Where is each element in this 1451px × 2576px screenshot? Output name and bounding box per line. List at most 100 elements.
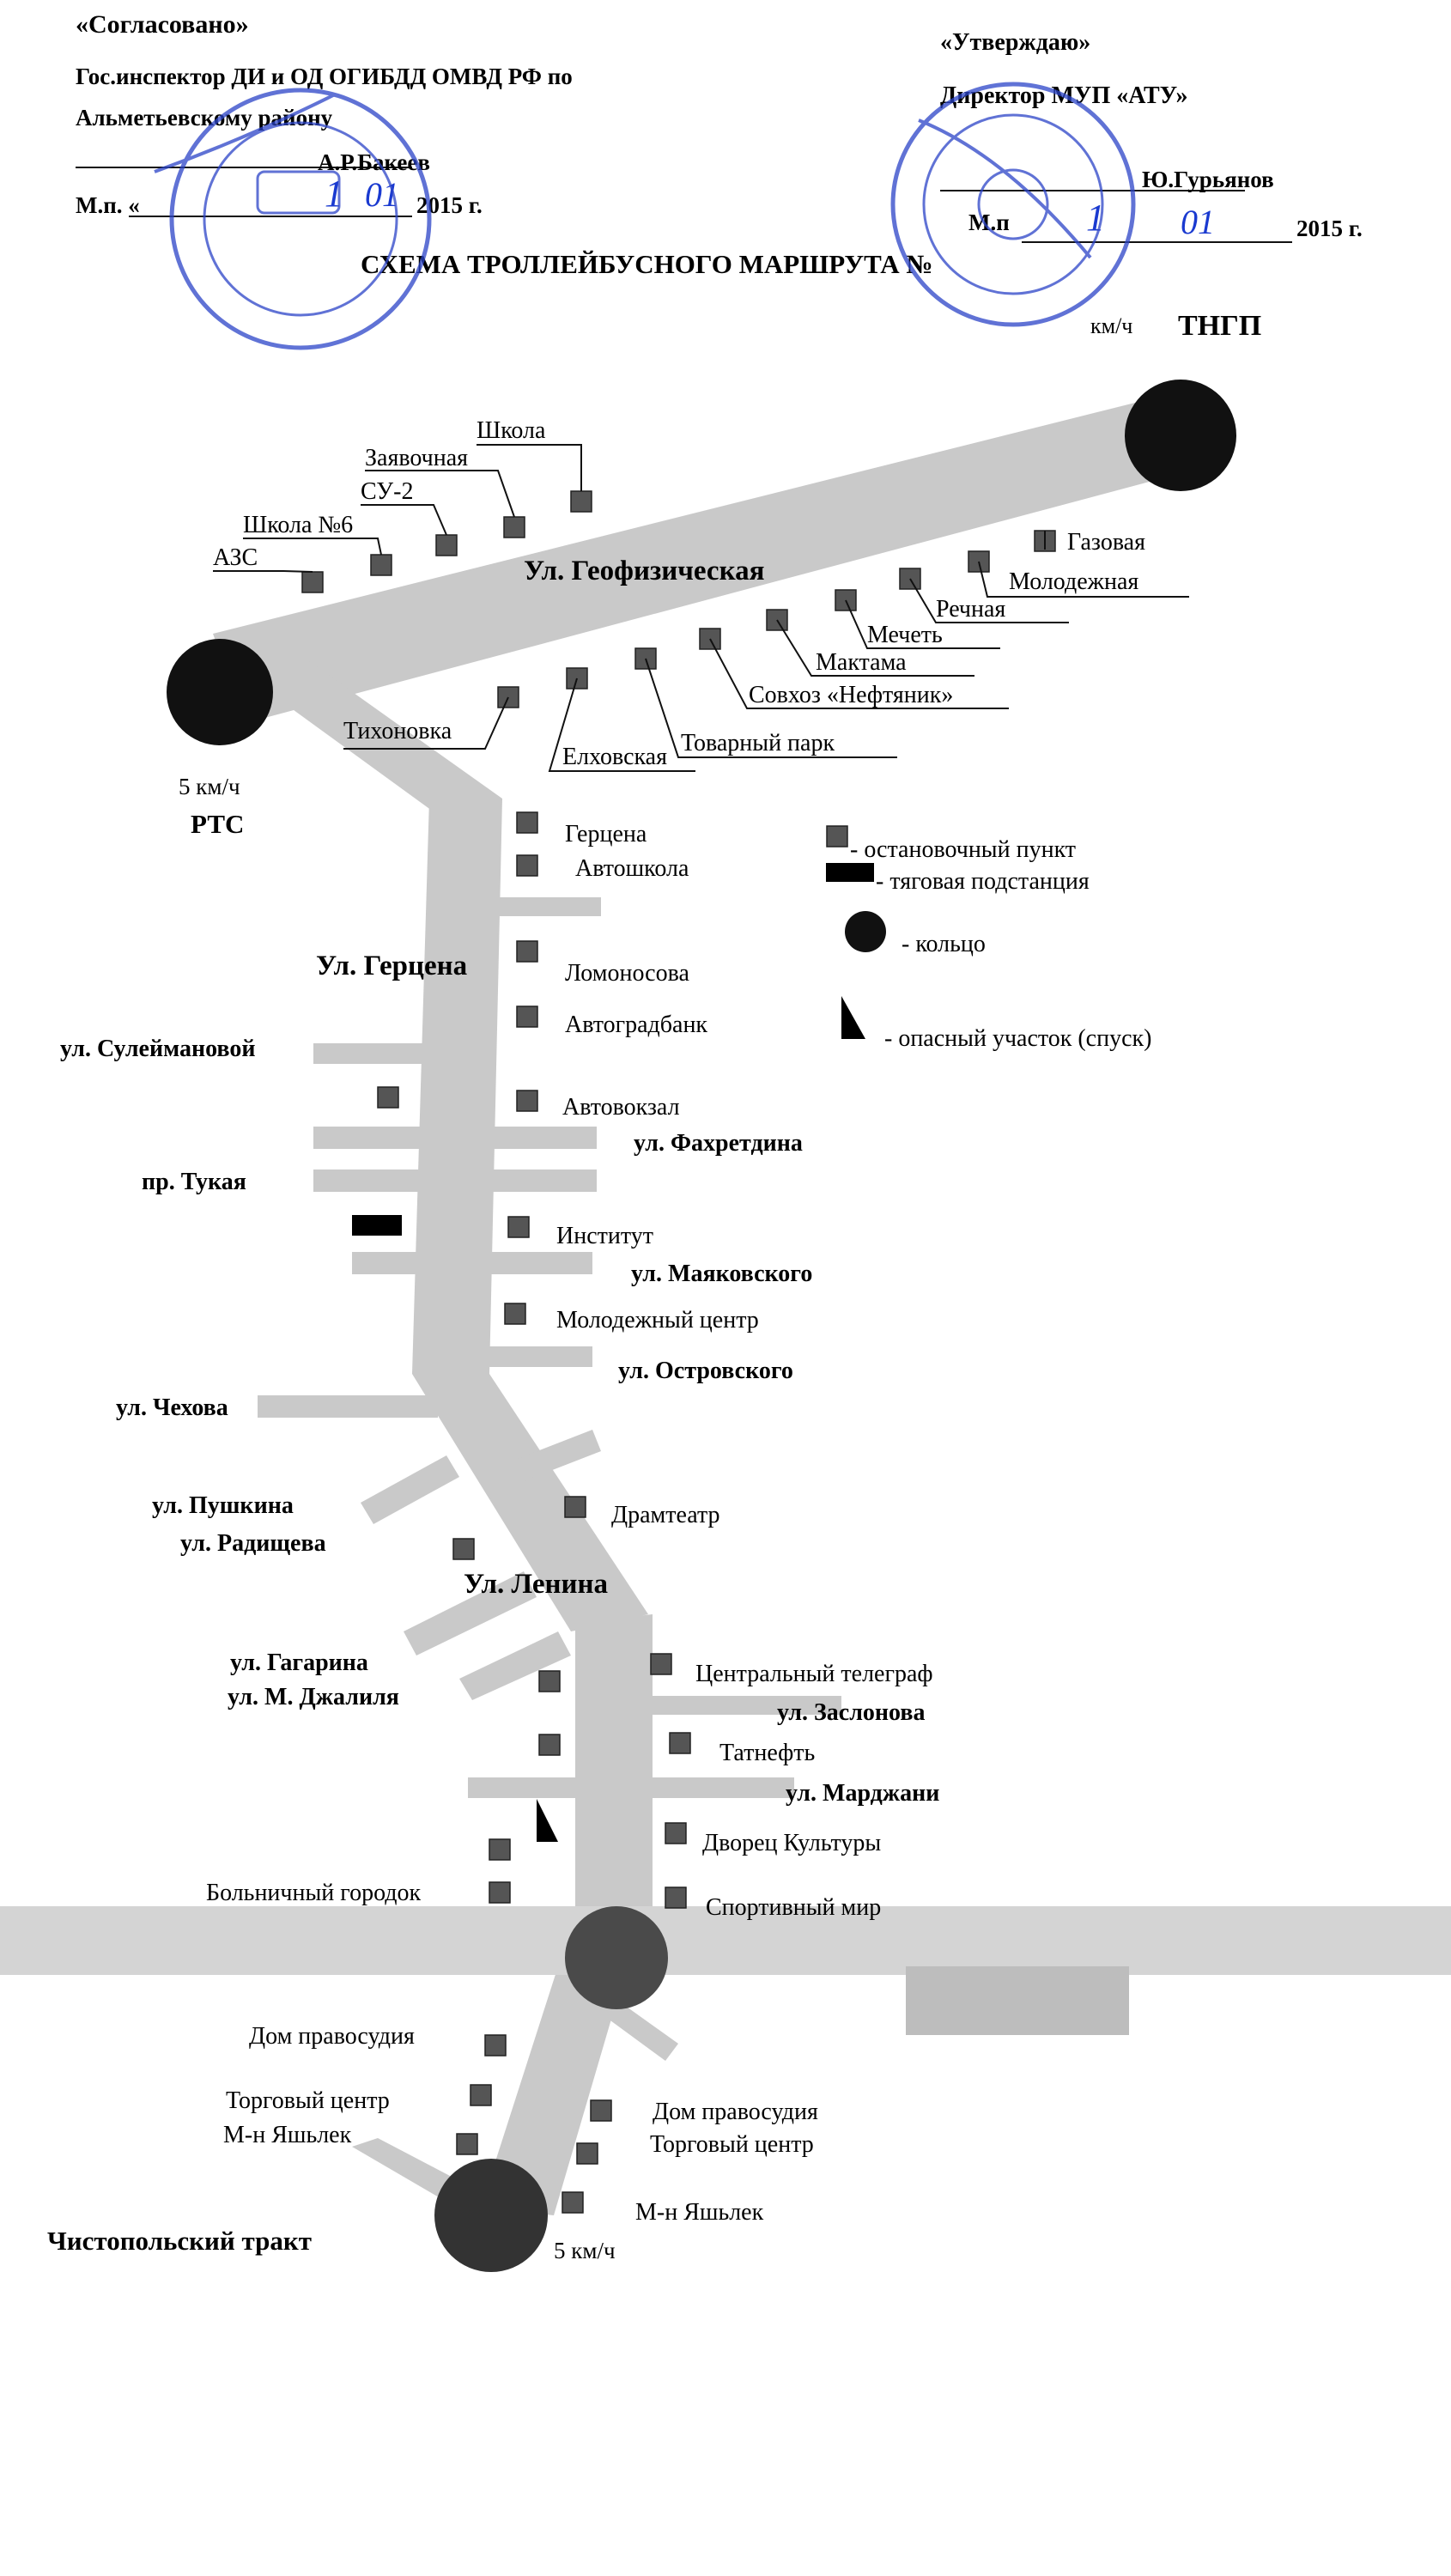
stop-label-gercena: Герцена (565, 821, 647, 848)
road-ring-band-block (906, 1966, 1129, 2035)
stop-label-rechnaya: Речная (936, 596, 1005, 623)
stop-label-mechet: Мечеть (867, 622, 943, 648)
stop-label-dramteatr: Драмтеатр (611, 1502, 720, 1528)
stop-marker (669, 1732, 691, 1754)
stop-label-azs: АЗС (213, 544, 258, 571)
street-radishcheva: ул. Радищева (180, 1530, 326, 1557)
page-title: СХЕМА ТРОЛЛЕЙБУСНОГО МАРШРУТА № (361, 249, 933, 279)
street-gercena: Ул. Герцена (316, 951, 467, 981)
street-chekhova: ул. Чехова (116, 1394, 228, 1421)
stop-marker (503, 516, 525, 538)
stop-marker (634, 647, 657, 670)
road-chekhova-east (515, 1430, 601, 1481)
stop-label-zayavochnaya: Заявочная (365, 445, 468, 471)
stop-markers (301, 490, 1056, 2214)
legend-substation-label: - тяговая подстанция (876, 868, 1090, 895)
stop-label-lomonosova: Ломоносова (565, 960, 689, 987)
stop-label-dvorec-kultury: Дворец Культуры (702, 1830, 881, 1856)
legend-stop-swatch (826, 825, 848, 848)
road-ostrovskogo (481, 1346, 592, 1367)
street-mardzhani: ул. Марджани (786, 1780, 939, 1807)
stop-marker (516, 940, 538, 963)
street-fakhretdina: ул. Фахретдина (634, 1130, 803, 1157)
road-zaslonova (648, 1696, 841, 1715)
stop-label-telegraf: Центральный телеграф (695, 1661, 933, 1687)
road-radishcheva (404, 1571, 537, 1656)
stop-label-shkola: Школа (477, 417, 546, 444)
ring-rts (167, 639, 273, 745)
stop-label-yashlek-right: М-н Яшьлек (635, 2199, 764, 2226)
leader-lines (213, 444, 1189, 772)
stop-marker (470, 2084, 492, 2106)
legend-ring-swatch (845, 911, 886, 952)
street-ostrovskogo: ул. Островского (618, 1358, 793, 1384)
road-ring-band (0, 1906, 1451, 1975)
stop-label-su2: СУ-2 (361, 478, 413, 505)
street-suleimanovoy: ул. Сулеймановой (60, 1036, 256, 1062)
legend: - остановочный пункт - тяговая подстанци… (826, 825, 1151, 1052)
stop-marker (570, 490, 592, 513)
road-yashlek-w (352, 2138, 468, 2207)
stop-marker (507, 1216, 530, 1238)
legend-stop-label: - остановочный пункт (850, 836, 1076, 863)
street-pushkina: ул. Пушкина (152, 1492, 294, 1519)
stop-marker (835, 589, 857, 611)
ring-central (565, 1906, 668, 2009)
road-rts-connector (262, 661, 502, 824)
stop-marker (665, 1822, 687, 1844)
ring-chistopolsky (434, 2159, 548, 2272)
rts-speed: 5 км/ч (179, 774, 240, 799)
stop-marker (377, 1086, 399, 1109)
stop-label-molodezhnaya: Молодежная (1009, 568, 1138, 595)
legend-danger-swatch (841, 996, 865, 1039)
street-mayakovskogo: ул. Маяковского (631, 1261, 812, 1287)
stop-labels: Школа Заявочная СУ-2 Школа №6 АЗС Газова… (206, 417, 1145, 2226)
legend-substation-swatch (826, 863, 874, 882)
chistopolsky-name: Чистопольский тракт (47, 2226, 312, 2256)
danger-slope-marker (537, 1799, 558, 1842)
road-gagarina (459, 1631, 571, 1700)
approve-signature: Ю.Гурьянов (1142, 167, 1274, 192)
road-mayakovskogo (352, 1252, 592, 1274)
stop-label-torgovy-centr-right: Торговый центр (650, 2131, 814, 2158)
street-gagarina: ул. Гагарина (230, 1649, 368, 1676)
stop-label-avtovokzal: Автовокзал (562, 1094, 680, 1121)
agreed-date-prefix: М.п. « (76, 192, 140, 218)
stop-marker (564, 1496, 586, 1518)
stop-label-sportivny-mir: Спортивный мир (706, 1894, 881, 1921)
agreed-label: «Согласовано» (76, 10, 249, 39)
street-zaslonova: ул. Заслонова (777, 1699, 925, 1726)
stop-label-bolnichny-gorodok: Больничный городок (206, 1880, 422, 1906)
road-suleimanovoy (313, 1043, 434, 1064)
stop-label-sovkhoz: Совхоз «Нефтяник» (749, 682, 953, 708)
stop-marker (516, 854, 538, 877)
stop-label-torgovy-centr-left: Торговый центр (226, 2087, 390, 2114)
stop-marker (489, 1838, 511, 1861)
stop-marker (562, 2191, 584, 2214)
tngp-speed: км/ч (1090, 313, 1132, 338)
road-tukaya (313, 1170, 597, 1192)
stop-label-institut: Институт (556, 1223, 653, 1249)
traction-substation-marker (352, 1215, 402, 1236)
stop-marker (566, 667, 588, 690)
road-chekhova (258, 1395, 438, 1418)
stop-marker (590, 2099, 612, 2122)
stop-marker (504, 1303, 526, 1325)
road-gercena-side (498, 897, 601, 916)
stop-marker (538, 1670, 561, 1692)
road-mardzhani-e (648, 1777, 794, 1798)
stamp-left (154, 88, 432, 350)
stamp-right (890, 82, 1136, 327)
agreed-line2: Альметьевскому району (76, 105, 333, 131)
stop-label-shkola6: Школа №6 (243, 512, 353, 538)
street-lenina: Ул. Ленина (464, 1569, 608, 1600)
road-geofizicheskaya (213, 401, 1159, 723)
approve-year: 2015 г. (1296, 216, 1363, 241)
street-dzhalilya: ул. М. Джалиля (228, 1684, 399, 1710)
stop-label-gazovaya: Газовая (1067, 529, 1145, 556)
ring-tngp (1125, 380, 1236, 491)
agreed-day: 1 (325, 173, 343, 215)
rings (167, 380, 1236, 2272)
approve-date-prefix: М.п (968, 210, 1010, 235)
